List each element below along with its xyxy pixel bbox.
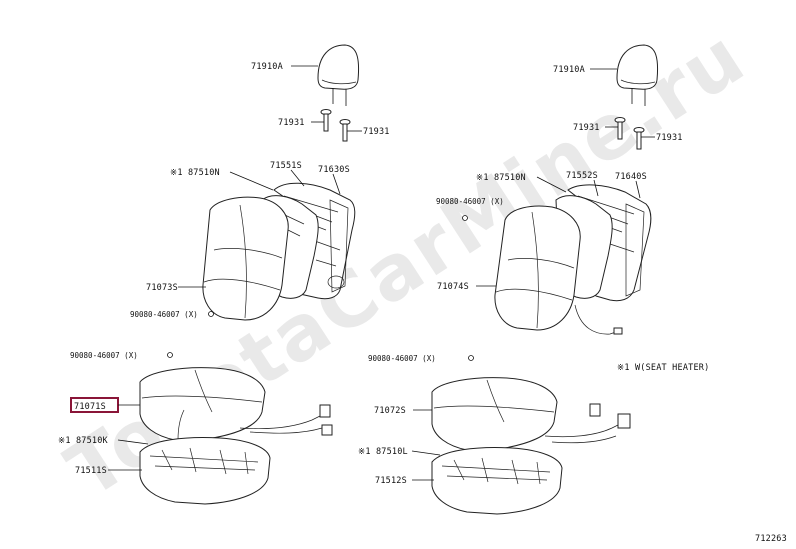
label-right-guide-1: 71931: [573, 123, 600, 133]
label-left-cushion-pad: 71511S: [75, 466, 107, 476]
left-seatback-cover[interactable]: [202, 196, 289, 321]
label-left-frame: 71551S: [270, 161, 302, 171]
label-right-guide-2: 71931: [656, 133, 683, 143]
right-headrest[interactable]: [616, 44, 659, 106]
label-left-spring: 71630S: [318, 165, 350, 175]
label-left-pad-marker: ※1 87510N: [170, 168, 220, 178]
right-headrest-guide-1[interactable]: [614, 117, 626, 140]
right-headrest-guide-2[interactable]: [633, 127, 645, 150]
left-cushion-cover[interactable]: [139, 367, 266, 441]
label-right-clip: 90080-46007 (X): [436, 197, 504, 206]
left-headrest[interactable]: [317, 44, 360, 106]
diagram-id: 712263: [755, 534, 787, 544]
label-left-cushion-clip: 90080-46007 (X): [70, 351, 138, 360]
label-left-clip: 90080-46007 (X): [130, 310, 198, 319]
label-left-headrest: 71910A: [251, 62, 283, 72]
left-cushion-harness[interactable]: [239, 404, 333, 436]
right-cushion-harness[interactable]: [544, 403, 631, 444]
label-right-cushion-cover: 71072S: [374, 406, 406, 416]
left-headrest-guide-2[interactable]: [339, 119, 351, 142]
right-seatback-cover[interactable]: [494, 205, 581, 331]
label-note-seat-heater: ※1 W(SEAT HEATER): [617, 363, 709, 373]
label-right-cushion-clip: 90080-46007 (X): [368, 354, 436, 363]
label-right-cushion-pad: 71512S: [375, 476, 407, 486]
right-cushion-cover[interactable]: [431, 377, 558, 451]
label-left-guide-2: 71931: [363, 127, 390, 137]
label-right-cushion-marker: ※1 87510L: [358, 447, 408, 457]
label-right-headrest: 71910A: [553, 65, 585, 75]
label-right-frame: 71552S: [566, 171, 598, 181]
label-left-cushion-marker: ※1 87510K: [58, 436, 109, 446]
left-cushion-pad[interactable]: [139, 437, 271, 505]
right-cushion-pad[interactable]: [431, 447, 563, 515]
label-left-guide-1: 71931: [278, 118, 305, 128]
label-right-spring: 71640S: [615, 172, 647, 182]
label-left-cover: 71073S: [146, 283, 178, 293]
label-left-cushion-cover: 71071S: [74, 402, 106, 412]
label-right-pad-marker: ※1 87510N: [476, 173, 526, 183]
watermark-text: ToyotaCarMine.ru: [51, 11, 760, 515]
label-right-cover: 71074S: [437, 282, 469, 292]
left-headrest-guide-1[interactable]: [320, 109, 332, 132]
